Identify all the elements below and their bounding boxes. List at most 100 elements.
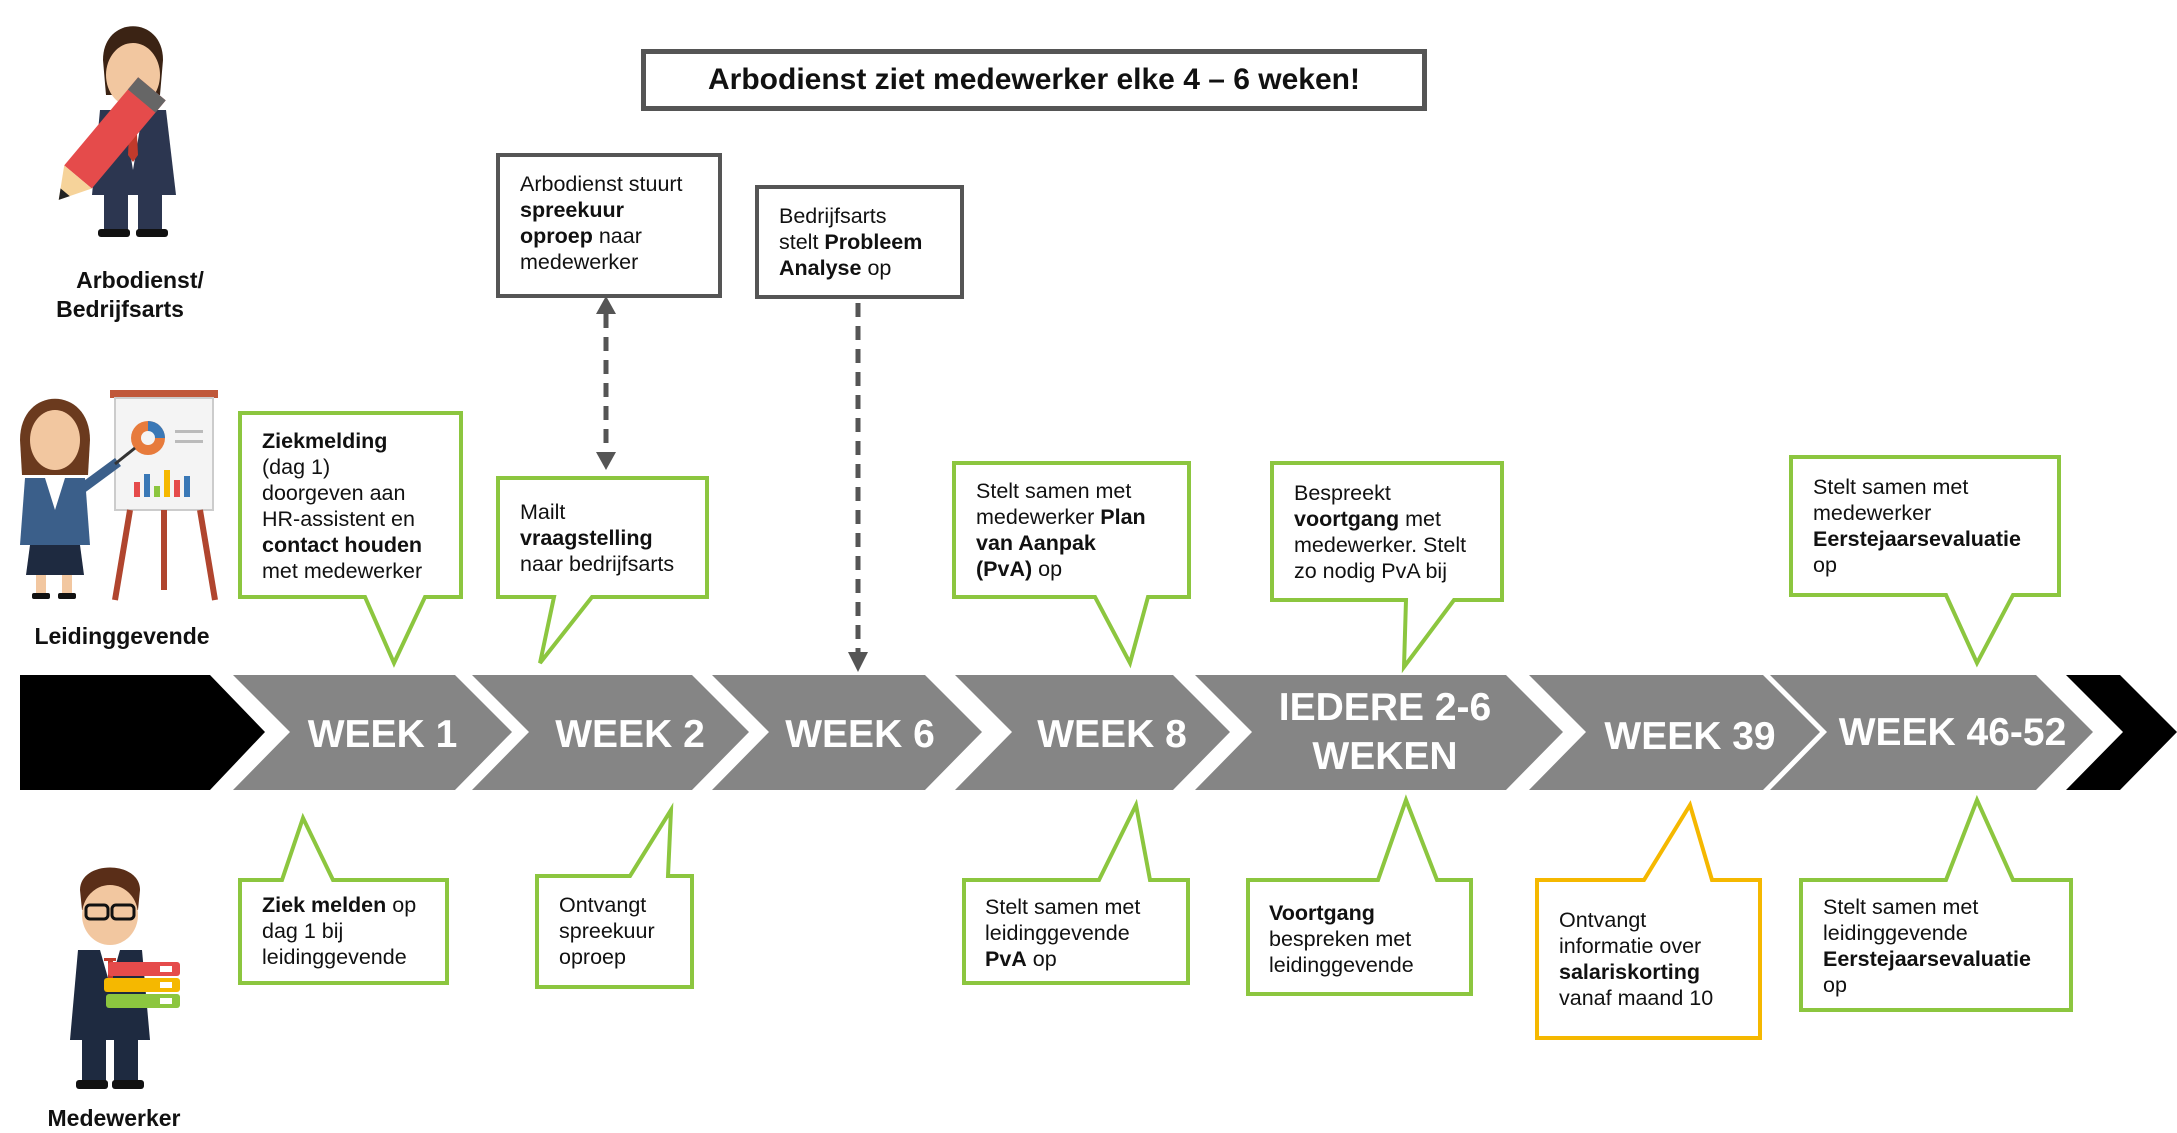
- mw-week39-line1: Ontvangt: [1559, 908, 1647, 932]
- lg-callout-week8: Stelt samen met medewerker Plan van Aanp…: [976, 478, 1146, 582]
- mw-iedere-line2: bespreken met: [1269, 927, 1412, 951]
- role-label-medewerker: Medewerker: [47, 1105, 181, 1131]
- week-label-39: WEEK 39: [1604, 715, 1776, 758]
- week-label-iedere-line1: IEDERE 2-6: [1278, 686, 1492, 729]
- callout-shape-mw-week2: [535, 802, 694, 989]
- mw-week46-line4: op: [1823, 973, 1847, 997]
- callout-shape-lg-week8: [952, 461, 1191, 669]
- lg-week46-line1: Stelt samen met: [1813, 475, 1969, 499]
- lg-week46-line2: medewerker: [1813, 501, 1932, 525]
- lg-week2-line2: vraagstelling: [520, 526, 653, 550]
- callout-shape-lg-iedere: [1270, 461, 1504, 674]
- lg-iedere-line3: medewerker. Stelt: [1294, 533, 1467, 557]
- mw-callout-week46: Stelt samen met leidinggevende Eerstejaa…: [1823, 894, 2031, 998]
- mw-week39-line2: informatie over: [1559, 934, 1702, 958]
- callout-shape-lg-week46: [1789, 455, 2061, 668]
- mw-callout-week2: Ontvangt spreekuur oproep: [559, 892, 655, 970]
- mw-week8-line3: PvA op: [985, 947, 1057, 971]
- lg-week1-line4: HR-assistent en: [262, 507, 415, 531]
- callout-shape-mw-week39: [1535, 800, 1762, 1040]
- arbo-box-probleem-line1: Bedrijfsarts: [779, 204, 887, 228]
- medewerker-figure: [70, 867, 180, 1089]
- arbo-box-spreekuur-line3: oproep naar: [520, 224, 642, 248]
- lg-week46-line3: Eerstejaarsevaluatie: [1813, 527, 2021, 551]
- arbo-box-spreekuur-oproep: Arbodienst stuurt spreekuur oproep naar …: [496, 153, 722, 298]
- lg-week1-line6: met medewerker: [262, 559, 423, 583]
- mw-week2-line3: oproep: [559, 945, 626, 969]
- mw-callout-week1: Ziek melden op dag 1 bij leidinggevende: [262, 892, 416, 970]
- lg-callout-week1: Ziekmelding (dag 1) doorgeven aan HR-ass…: [262, 428, 422, 584]
- mw-week46-line1: Stelt samen met: [1823, 895, 1979, 919]
- lg-week8-line3: van Aanpak: [976, 531, 1096, 555]
- mw-callout-week8: Stelt samen met leidinggevende PvA op: [985, 894, 1140, 972]
- callout-shape-lg-week1: [238, 411, 463, 668]
- dashed-arrow-spreekuur: [596, 296, 616, 470]
- lg-week2-line3: naar bedrijfsarts: [520, 552, 675, 576]
- leidinggevende-figure: [20, 390, 218, 601]
- timeline-end-arrow: [2066, 675, 2177, 790]
- role-label-arbodienst: Arbodienst/ Bedrijfsarts: [40, 266, 240, 324]
- mw-iedere-line1: Voortgang: [1269, 901, 1375, 925]
- mw-week8-line1: Stelt samen met: [985, 895, 1141, 919]
- mw-week2-line2: spreekuur: [559, 919, 655, 943]
- chevron-week-2: [472, 675, 749, 790]
- lg-callout-week46: Stelt samen met medewerker Eerstejaarsev…: [1813, 474, 2021, 578]
- chevron-week-6: [712, 675, 982, 790]
- chevron-week-39: [1529, 675, 1820, 790]
- arbo-box-spreekuur-line4: medewerker: [520, 250, 639, 274]
- week-label-iedere: IEDERE 2-6 WEKEN: [1240, 685, 1530, 780]
- week-label-2: WEEK 2: [555, 713, 705, 756]
- role-label-leidinggevende: Leidinggevende: [34, 623, 210, 649]
- lg-callout-week2: Mailt vraagstelling naar bedrijfsarts: [520, 499, 674, 577]
- role-label-arbodienst-line1: Arbodienst/: [76, 267, 204, 293]
- arbo-box-probleem-analyse: Bedrijfsarts stelt Probleem Analyse op: [755, 185, 964, 299]
- lg-iedere-line1: Bespreekt: [1294, 481, 1391, 505]
- timeline-start-arrow: [20, 675, 265, 790]
- lg-week1-line1: Ziekmelding: [262, 429, 388, 453]
- lg-week8-line1: Stelt samen met: [976, 479, 1132, 503]
- lg-week1-line5: contact houden: [262, 533, 423, 557]
- mw-week1-line1: Ziek melden op: [262, 893, 417, 917]
- mw-iedere-line3: leidinggevende: [1269, 953, 1414, 977]
- callout-shape-mw-week8: [962, 798, 1190, 985]
- week-label-46-52: WEEK 46-52: [1838, 711, 2067, 754]
- mw-week1-line2: dag 1 bij: [262, 919, 344, 943]
- chevron-week-46-52: [1770, 675, 2093, 790]
- mw-week39-line3: salariskorting: [1559, 960, 1700, 984]
- week-label-6: WEEK 6: [785, 713, 935, 756]
- callout-shape-mw-iedere: [1246, 794, 1473, 996]
- lg-callout-iedere: Bespreekt voortgang met medewerker. Stel…: [1294, 480, 1466, 584]
- lg-week8-line4: (PvA) op: [976, 557, 1063, 581]
- dashed-arrow-probleem: [848, 303, 868, 672]
- callout-shape-mw-week46: [1799, 794, 2073, 1012]
- callout-shape-mw-week1: [238, 812, 449, 985]
- frequency-banner: Arbodienst ziet medewerker elke 4 – 6 we…: [641, 49, 1427, 111]
- lg-iedere-line2: voortgang met: [1294, 507, 1441, 531]
- mw-week2-line1: Ontvangt: [559, 893, 647, 917]
- week-label-iedere-line2: WEKEN: [1312, 735, 1458, 778]
- arbodienst-figure: [58, 26, 176, 237]
- mw-week8-line2: leidinggevende: [985, 921, 1130, 945]
- lg-week1-line2: (dag 1): [262, 455, 331, 479]
- arbo-box-spreekuur-line2: spreekuur: [520, 198, 624, 222]
- chevron-week-1: [233, 675, 512, 790]
- week-label-1: WEEK 1: [307, 713, 458, 756]
- mw-week46-line2: leidinggevende: [1823, 921, 1968, 945]
- lg-week46-line4: op: [1813, 553, 1837, 577]
- lg-iedere-line4: zo nodig PvA bij: [1294, 559, 1447, 583]
- mw-week39-line4: vanaf maand 10: [1559, 986, 1714, 1010]
- arbo-box-spreekuur-line1: Arbodienst stuurt: [520, 172, 683, 196]
- mw-callout-iedere: Voortgang bespreken met leidinggevende: [1269, 900, 1414, 978]
- lg-week2-line1: Mailt: [520, 500, 566, 524]
- mw-week46-line3: Eerstejaarsevaluatie: [1823, 947, 2031, 971]
- arbo-box-probleem-line2: stelt Probleem: [779, 230, 923, 254]
- role-label-arbodienst-line2: Bedrijfsarts: [56, 296, 184, 322]
- mw-callout-week39: Ontvangt informatie over salariskorting …: [1559, 907, 1713, 1011]
- lg-week1-line3: doorgeven aan: [262, 481, 406, 505]
- lg-week8-line2: medewerker Plan: [976, 505, 1146, 529]
- chevron-week-8: [955, 675, 1230, 790]
- week-label-8: WEEK 8: [1037, 713, 1187, 756]
- mw-week1-line3: leidinggevende: [262, 945, 407, 969]
- chevron-iedere: [1195, 675, 1563, 790]
